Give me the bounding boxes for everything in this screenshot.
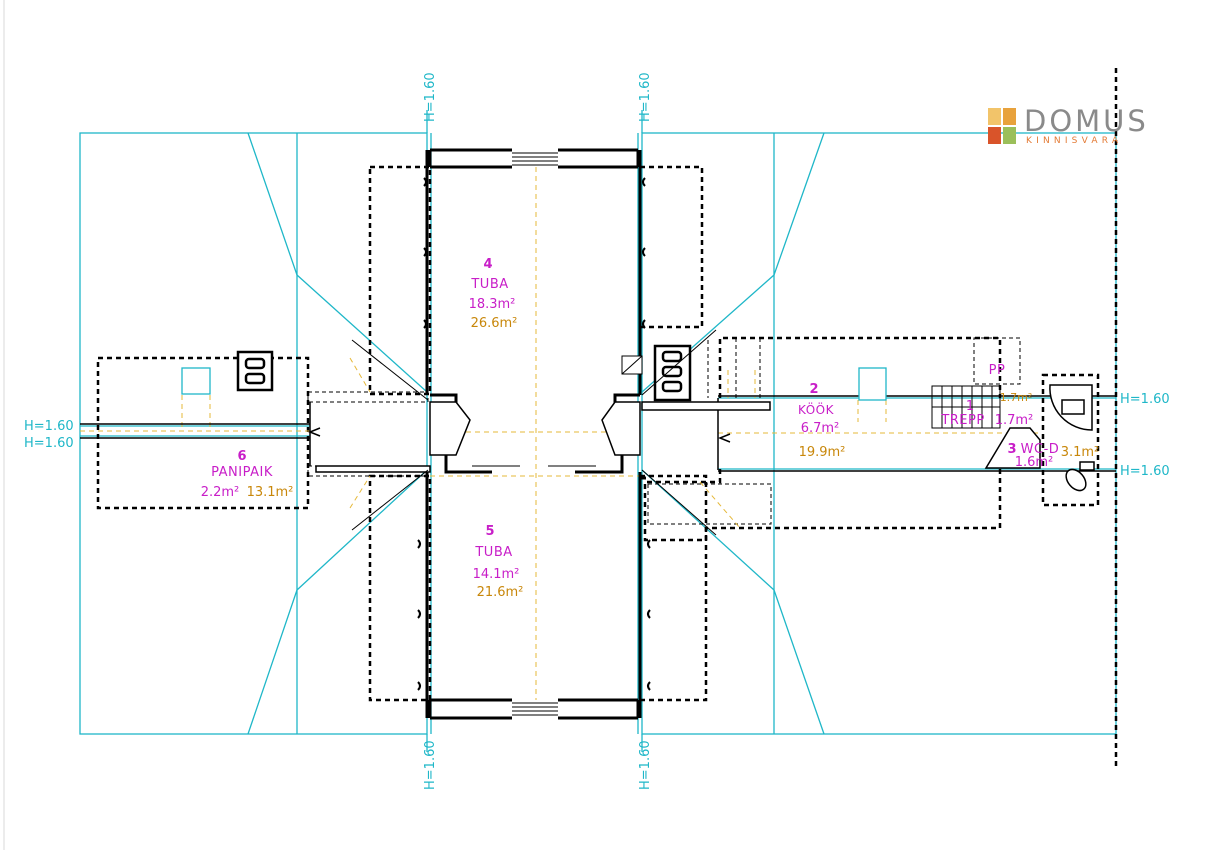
room-6-number: 6 [237,449,246,464]
room-5-area-gross: 21.6m² [477,585,524,600]
height-mark-top-left: H=1.60 [423,72,438,122]
height-mark-bottom-left: H=1.60 [423,740,438,790]
room-2-area-gross: 19.9m² [799,445,846,460]
height-mark-right-upper: H=1.60 [1120,392,1170,407]
room-6-name: PANIPAIK [211,465,273,480]
room-pp-name: PP [989,363,1006,378]
room-1-number: 1 [966,399,974,414]
room-2-name: KÖÖK [798,401,835,417]
vent-right [653,344,692,402]
room-2-number: 2 [809,382,818,397]
room-4-area: 18.3m² [469,297,516,312]
room-3-area-gross: 3.1m² [1061,445,1100,460]
room-4-area-gross: 26.6m² [471,316,518,331]
logo-subtitle: KINNISVARA [1026,136,1123,146]
left-corridor [80,402,431,473]
logo-mark-icon [988,108,1016,144]
windows [472,152,596,716]
stairs [931,385,1001,429]
room-6-area: 2.2m² [201,485,240,500]
room-3-area: 1.6m² [1015,455,1054,470]
room-3-name: WC-D [1021,442,1060,457]
room-2-area: 6.7m² [801,421,840,436]
logo-word: DOMUS [1024,104,1149,138]
room-5-area: 14.1m² [473,567,520,582]
center-lines [80,167,1040,700]
dashed-details [307,337,1021,525]
height-mark-right-lower: H=1.60 [1120,464,1170,479]
room-5-number: 5 [485,524,494,539]
room-1-area: 1.7m² [995,413,1034,428]
diagonals [351,329,717,536]
room-3-number: 3 [1007,442,1016,457]
room-5-name: TUBA [474,545,512,560]
room-1-name: TREPP [940,413,984,428]
height-mark-bottom-right: H=1.60 [638,740,653,790]
height-mark-top-right: H=1.60 [638,72,653,122]
room-4-name: TUBA [470,277,508,292]
vent-small-slash [621,355,643,375]
room-6-area-gross: 13.1m² [247,485,294,500]
roof-hatches [429,401,641,456]
wc-fixtures [984,384,1095,492]
domus-logo: DOMUS KINNISVARA [988,104,1178,150]
room-1-area-gross: 1.7m² [1000,391,1033,404]
room-4-number: 4 [483,257,492,272]
vent-left [236,350,274,392]
skylights [181,367,887,401]
right-corridor [641,395,1116,472]
solid-walls [425,148,646,720]
height-mark-left-lower: H=1.60 [24,436,74,451]
height-mark-left-upper: H=1.60 [24,419,74,434]
radiators [417,177,651,691]
